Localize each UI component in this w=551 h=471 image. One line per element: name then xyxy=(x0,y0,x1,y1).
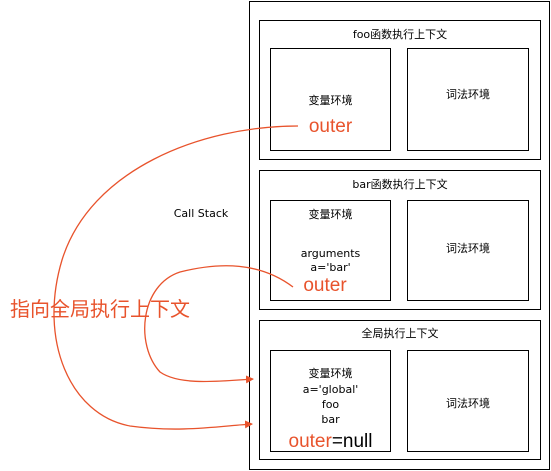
bar-var-a: a='bar' xyxy=(310,261,351,274)
global-outer-line: outer=null xyxy=(270,429,391,454)
foo-lexical-env-box xyxy=(407,48,529,151)
global-var-a: a='global' xyxy=(302,383,359,396)
bar-outer-label: outer xyxy=(303,275,347,296)
bar-lexical-env-label: 词法环境 xyxy=(446,242,490,255)
foo-outer-label: outer xyxy=(308,116,353,137)
bar-lexical-env-box xyxy=(407,200,529,301)
global-var-foo: foo xyxy=(321,398,340,411)
global-lexical-env-label: 词法环境 xyxy=(446,397,490,410)
bar-variable-env-box xyxy=(270,200,391,301)
bar-outer-arrow xyxy=(144,265,294,384)
foo-variable-env-box xyxy=(270,48,391,151)
global-context-frame xyxy=(259,320,541,460)
global-outer-value: =null xyxy=(331,431,373,452)
bar-arguments: arguments xyxy=(300,247,361,260)
global-var-bar: bar xyxy=(321,413,340,426)
foo-variable-env-label: 变量环境 xyxy=(308,94,353,107)
call-stack-label: Call Stack xyxy=(173,207,229,220)
global-context-title: 全局执行上下文 xyxy=(361,327,439,340)
foo-outer-arrow xyxy=(53,125,299,430)
foo-context-frame xyxy=(259,20,541,160)
bar-variable-env-label: 变量环境 xyxy=(308,208,353,221)
global-outer-label: outer xyxy=(288,431,332,452)
bar-context-title: bar函数执行上下文 xyxy=(352,178,448,191)
call-stack-container xyxy=(249,1,550,470)
bar-context-frame xyxy=(259,170,541,310)
foo-context-title: foo函数执行上下文 xyxy=(352,28,448,41)
foo-lexical-env-label: 词法环境 xyxy=(446,88,490,101)
global-lexical-env-box xyxy=(407,350,529,452)
annotation-text: 指向全局执行上下文 xyxy=(10,297,190,321)
global-variable-env-box xyxy=(270,350,391,452)
global-variable-env-label: 变量环境 xyxy=(308,367,353,380)
